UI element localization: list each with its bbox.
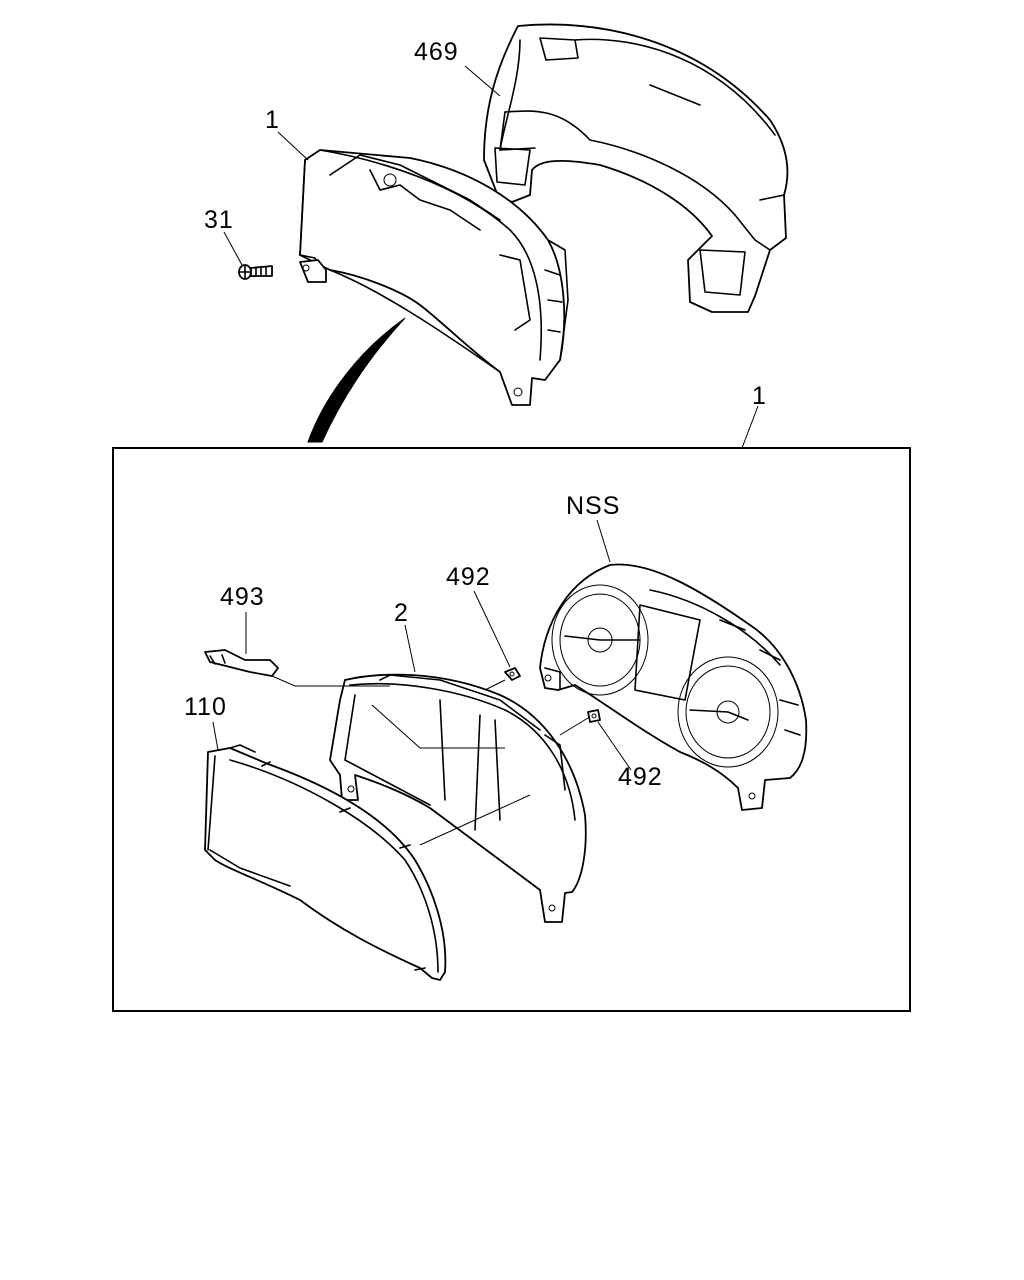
detail-frame [112, 447, 911, 1012]
bezel-469 [483, 23, 789, 313]
detail-arrow [307, 317, 406, 443]
callout-110: 110 [184, 693, 227, 721]
lens-110 [204, 744, 447, 981]
clip-492-upper [504, 667, 521, 681]
harness-493 [204, 649, 279, 677]
callout-nss: NSS [566, 492, 620, 520]
callout-31: 31 [204, 206, 234, 234]
screw-31 [238, 259, 327, 283]
meter-unit-nss [539, 563, 808, 811]
callout-492-upper: 492 [446, 563, 491, 591]
callout-2: 2 [394, 599, 409, 627]
assembly-guide-lines [271, 675, 589, 846]
cluster-assembly-1 [299, 149, 569, 406]
clip-492-lower [587, 709, 601, 723]
callout-469: 469 [414, 38, 459, 66]
case-2 [329, 673, 587, 923]
leader-lines [212, 65, 759, 771]
callout-493: 493 [220, 583, 265, 611]
callout-492-lower: 492 [618, 763, 663, 791]
callout-1-box: 1 [752, 382, 767, 410]
callout-1-top: 1 [265, 106, 280, 134]
